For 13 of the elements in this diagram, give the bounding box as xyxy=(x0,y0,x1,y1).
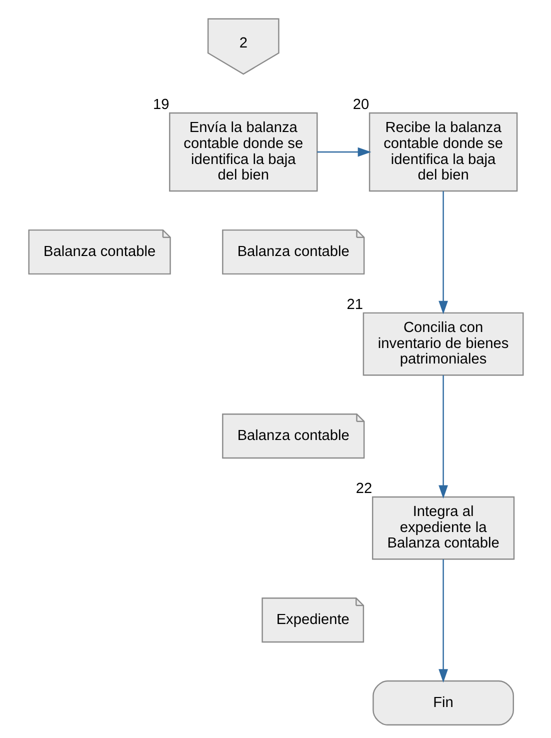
arrow xyxy=(316,147,371,157)
node-box: Recibe la balanza contable donde se identifica la baja del bien xyxy=(368,112,518,192)
node-box: Integra al expediente la Balanza contable xyxy=(371,496,514,560)
node-label: 22 xyxy=(355,480,372,497)
node-box: Fin xyxy=(372,680,514,726)
node-label: 21 xyxy=(346,296,363,313)
node-label: 19 xyxy=(152,96,169,113)
node-box: Envía la balanza contable donde se identifica la baja del bien xyxy=(168,112,318,192)
arrow xyxy=(438,559,448,683)
node-box: Concilia con inventario de bienes patrimoniales xyxy=(362,312,524,376)
arrow xyxy=(438,191,448,314)
arrow xyxy=(438,375,448,499)
node-label: 20 xyxy=(352,96,369,113)
